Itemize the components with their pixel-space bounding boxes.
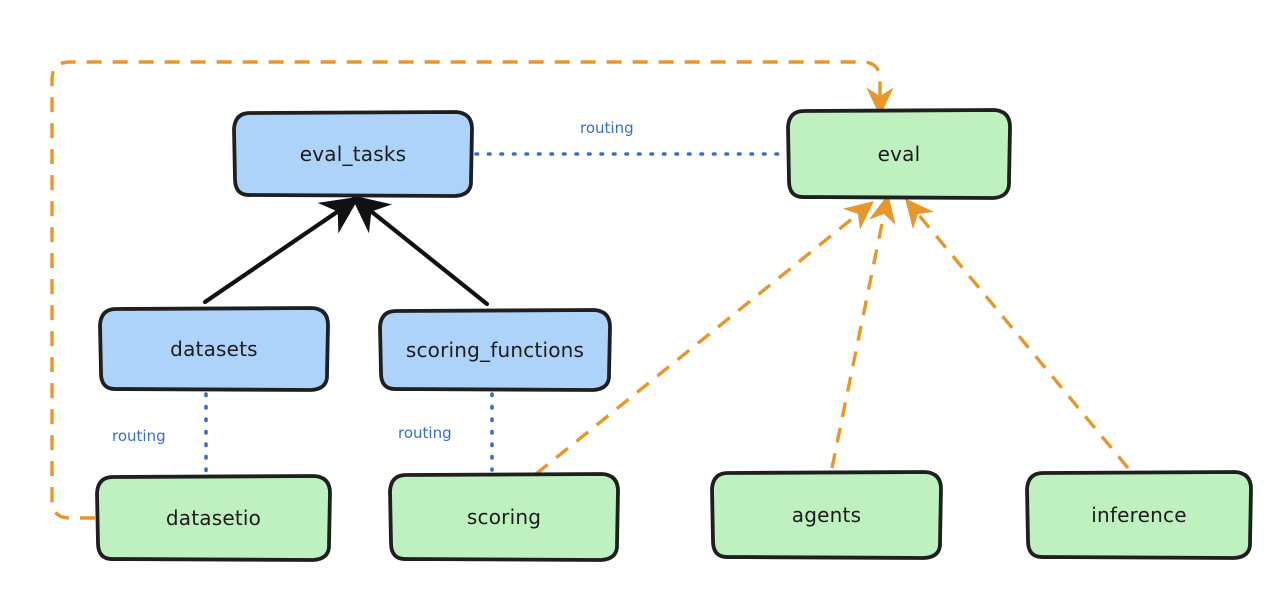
edge-scoring-to-eval <box>534 201 874 476</box>
node-scoring[interactable]: scoring <box>388 472 620 562</box>
edge-label-routing-eval-tasks: routing <box>580 119 634 137</box>
edge-agents-to-eval <box>830 194 896 469</box>
node-datasetio-shape <box>95 474 332 562</box>
node-agents-label: agents <box>791 503 862 527</box>
node-eval-shape <box>786 108 1012 200</box>
edge-inference-to-eval <box>905 198 1130 470</box>
node-scoring-functions[interactable]: scoring_functions <box>378 308 612 392</box>
node-eval-tasks[interactable]: eval_tasks <box>232 110 474 198</box>
node-datasets-shape <box>98 306 330 392</box>
node-datasets[interactable]: datasets <box>98 306 330 392</box>
node-scoring-shape <box>388 472 620 562</box>
node-scoring-label: scoring <box>466 505 542 529</box>
edge-scoring-functions-to-eval-tasks <box>350 194 490 307</box>
node-scoring-functions-shape <box>378 308 612 392</box>
node-eval-label: eval <box>877 142 921 166</box>
node-datasetio-label: datasetio <box>165 506 262 530</box>
node-agents-shape <box>710 470 943 560</box>
node-eval-tasks-label: eval_tasks <box>299 142 407 166</box>
node-eval-tasks-shape <box>232 110 474 198</box>
edge-datasets-to-eval-tasks <box>202 196 360 305</box>
edge-label-routing-datasets: routing <box>112 427 166 445</box>
node-scoring-functions-label: scoring_functions <box>405 338 585 362</box>
node-datasetio[interactable]: datasetio <box>95 474 332 562</box>
node-inference-label: inference <box>1091 503 1187 527</box>
edge-label-routing-scoring-functions: routing <box>398 424 452 442</box>
node-datasets-label: datasets <box>170 337 258 361</box>
node-eval[interactable]: eval <box>786 108 1012 200</box>
node-inference[interactable]: inference <box>1025 470 1253 560</box>
node-inference-shape <box>1025 470 1253 560</box>
edge-datasetio-to-eval <box>50 60 894 520</box>
node-agents[interactable]: agents <box>710 470 943 560</box>
